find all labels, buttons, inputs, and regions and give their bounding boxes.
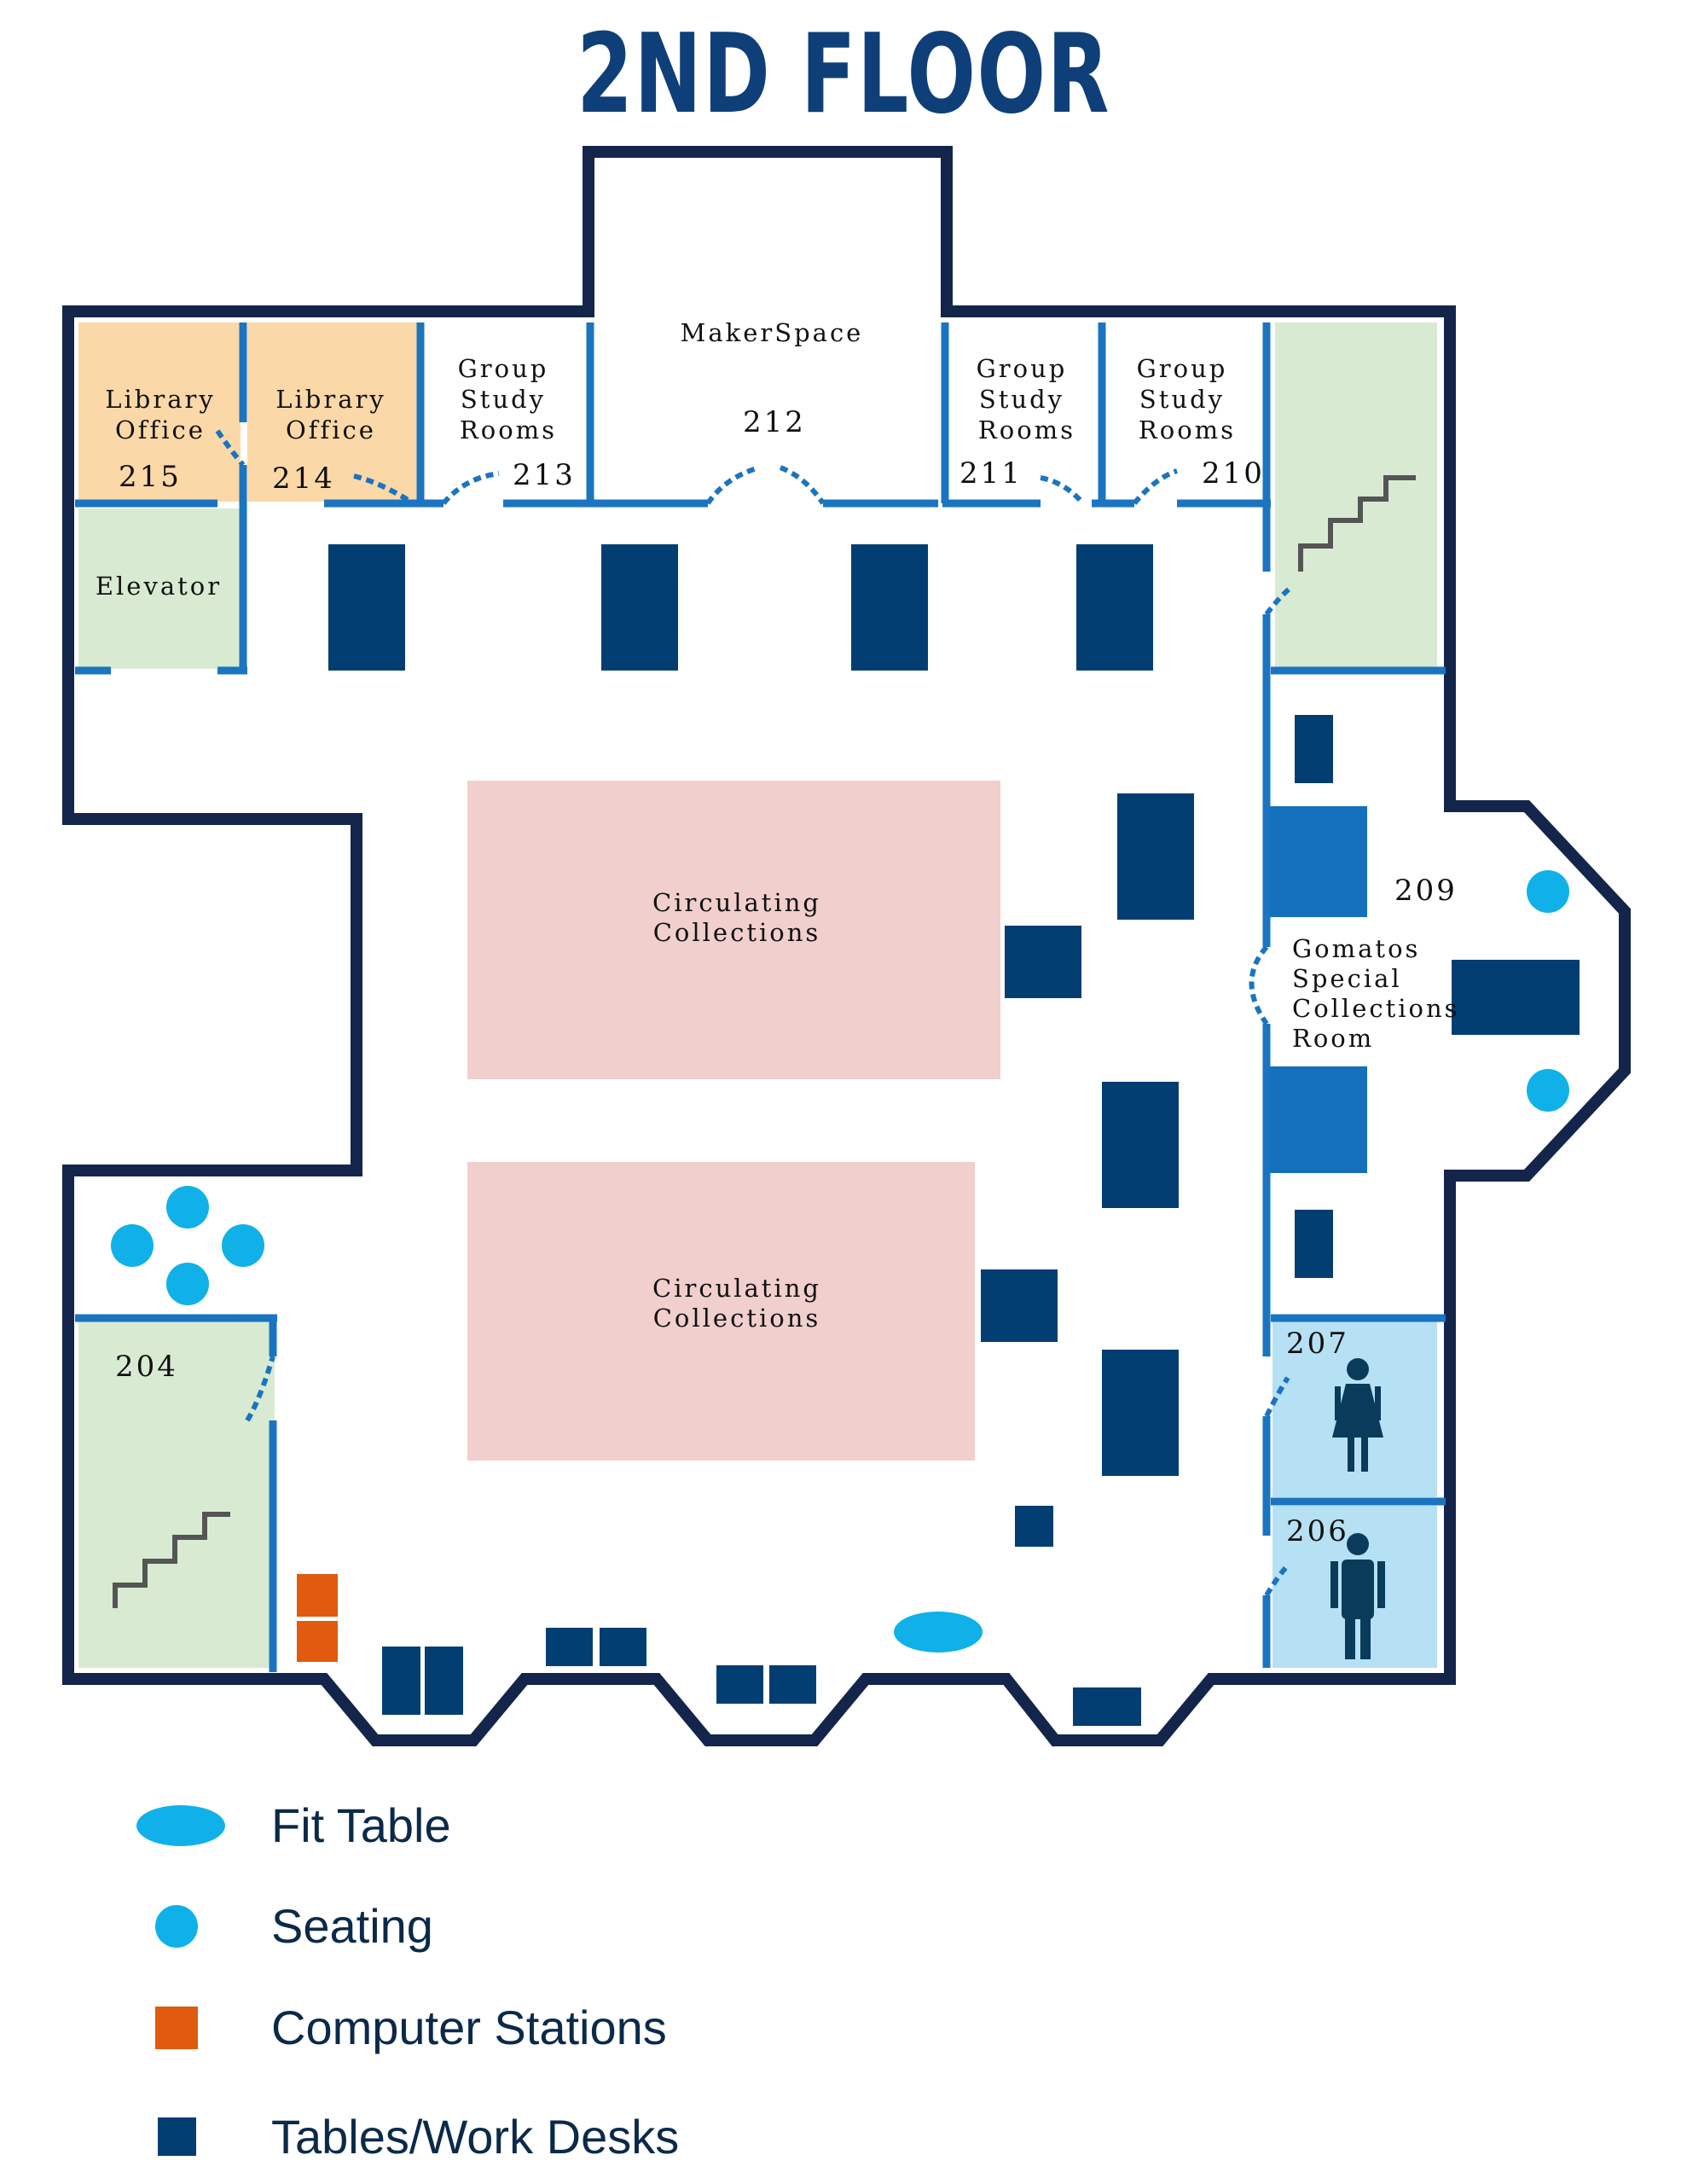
legend-computer-stations: Computer Stations: [271, 2001, 667, 2054]
work-desk: [716, 1665, 763, 1704]
computer-stations: [297, 1574, 338, 1662]
room-209-label: Collections: [1292, 994, 1460, 1023]
work-desk: [1452, 960, 1580, 1035]
room-215-label: Library: [105, 385, 216, 414]
seat: [166, 1186, 209, 1228]
work-desk: [600, 1628, 646, 1666]
room-214-label: Office: [286, 415, 376, 444]
circulating-collections-1: [467, 781, 1000, 1079]
work-desk: [769, 1665, 816, 1704]
work-desk: [1102, 1082, 1179, 1208]
room-210-label: Group: [1137, 354, 1228, 383]
circulating-collections-2: [467, 1162, 975, 1461]
legend-seating: Seating: [271, 1899, 433, 1953]
room-209-shelf-1: [1267, 806, 1367, 917]
work-desk: [328, 544, 405, 671]
room-209-label: Special: [1292, 964, 1402, 993]
room-212-number: 212: [743, 405, 806, 439]
room-213-label: Group: [458, 354, 549, 383]
work-desk: [1295, 715, 1333, 783]
seating-group: [111, 870, 1569, 1305]
seat: [1527, 1069, 1569, 1112]
work-desk: [1295, 1210, 1333, 1278]
room-214-fill: [247, 322, 420, 502]
room-211-label: Study: [979, 385, 1064, 414]
stairs-icon: [1298, 475, 1416, 572]
collections-2-label: Collections: [653, 1304, 821, 1333]
room-215-number: 215: [119, 460, 182, 494]
work-desk: [601, 544, 678, 671]
room-206-number: 206: [1286, 1514, 1349, 1548]
legend-computer-marker: [155, 2007, 198, 2049]
room-209-label: Room: [1292, 1024, 1374, 1053]
room-209-shelf-2: [1267, 1066, 1367, 1173]
work-desk: [382, 1647, 420, 1715]
work-desk: [851, 544, 928, 671]
man-restroom-icon: [1330, 1533, 1385, 1659]
collections-1-label: Collections: [653, 918, 821, 947]
work-desk: [1073, 1687, 1141, 1726]
work-desk: [1102, 1350, 1179, 1476]
room-210-number: 210: [1202, 456, 1265, 491]
work-desks: [328, 544, 1580, 1726]
stairs-ne-fill: [1275, 322, 1437, 668]
room-214-label: Library: [275, 385, 386, 414]
room-215-fill: [78, 322, 241, 502]
work-desk: [1005, 926, 1081, 998]
collections-2-label: Circulating: [652, 1274, 821, 1303]
room-204-fill: [78, 1318, 275, 1668]
stairs-icon: [113, 1512, 230, 1608]
room-204-number: 204: [115, 1350, 178, 1384]
seat: [222, 1224, 264, 1267]
room-210-label: Study: [1139, 385, 1225, 414]
room-211-number: 211: [959, 456, 1023, 491]
elevator-fill: [78, 508, 242, 669]
legend-fit-table: Fit Table: [271, 1798, 451, 1852]
work-desk: [981, 1269, 1058, 1342]
collections-1-label: Circulating: [652, 888, 821, 917]
room-215-label: Office: [115, 415, 206, 444]
room-213-number: 213: [513, 458, 576, 492]
work-desk: [425, 1647, 463, 1715]
work-desk: [1076, 544, 1153, 671]
outer-wall: [62, 146, 1631, 1746]
computer-station: [297, 1621, 338, 1662]
room-210-label: Rooms: [1139, 415, 1236, 444]
legend-tables: Tables/Work Desks: [271, 2110, 680, 2164]
seat: [166, 1263, 209, 1305]
legend-desk-marker: [158, 2117, 196, 2156]
room-212-label: MakerSpace: [681, 318, 864, 347]
room-209-label: Gomatos: [1292, 934, 1420, 963]
room-209-number: 209: [1394, 874, 1458, 908]
floor-title: 2ND FLOOR: [577, 11, 1110, 138]
room-211-label: Group: [977, 354, 1068, 383]
inner-walls: [75, 322, 1446, 1672]
seat: [1527, 870, 1569, 913]
room-207-number: 207: [1286, 1327, 1349, 1361]
room-213-label: Rooms: [460, 415, 557, 444]
work-desk: [1015, 1506, 1053, 1547]
door-swings: [215, 429, 1291, 1597]
legend-fit-table-marker: [136, 1805, 225, 1846]
work-desk: [1117, 793, 1194, 920]
seat: [111, 1224, 154, 1267]
computer-station: [297, 1574, 338, 1617]
woman-restroom-icon: [1332, 1358, 1383, 1472]
fit-table: [894, 1612, 983, 1653]
room-211-label: Rooms: [978, 415, 1075, 444]
work-desk: [546, 1628, 593, 1666]
legend-seating-marker: [155, 1905, 198, 1948]
room-213-label: Study: [461, 385, 546, 414]
elevator-label: Elevator: [96, 572, 222, 601]
room-214-number: 214: [272, 462, 335, 496]
